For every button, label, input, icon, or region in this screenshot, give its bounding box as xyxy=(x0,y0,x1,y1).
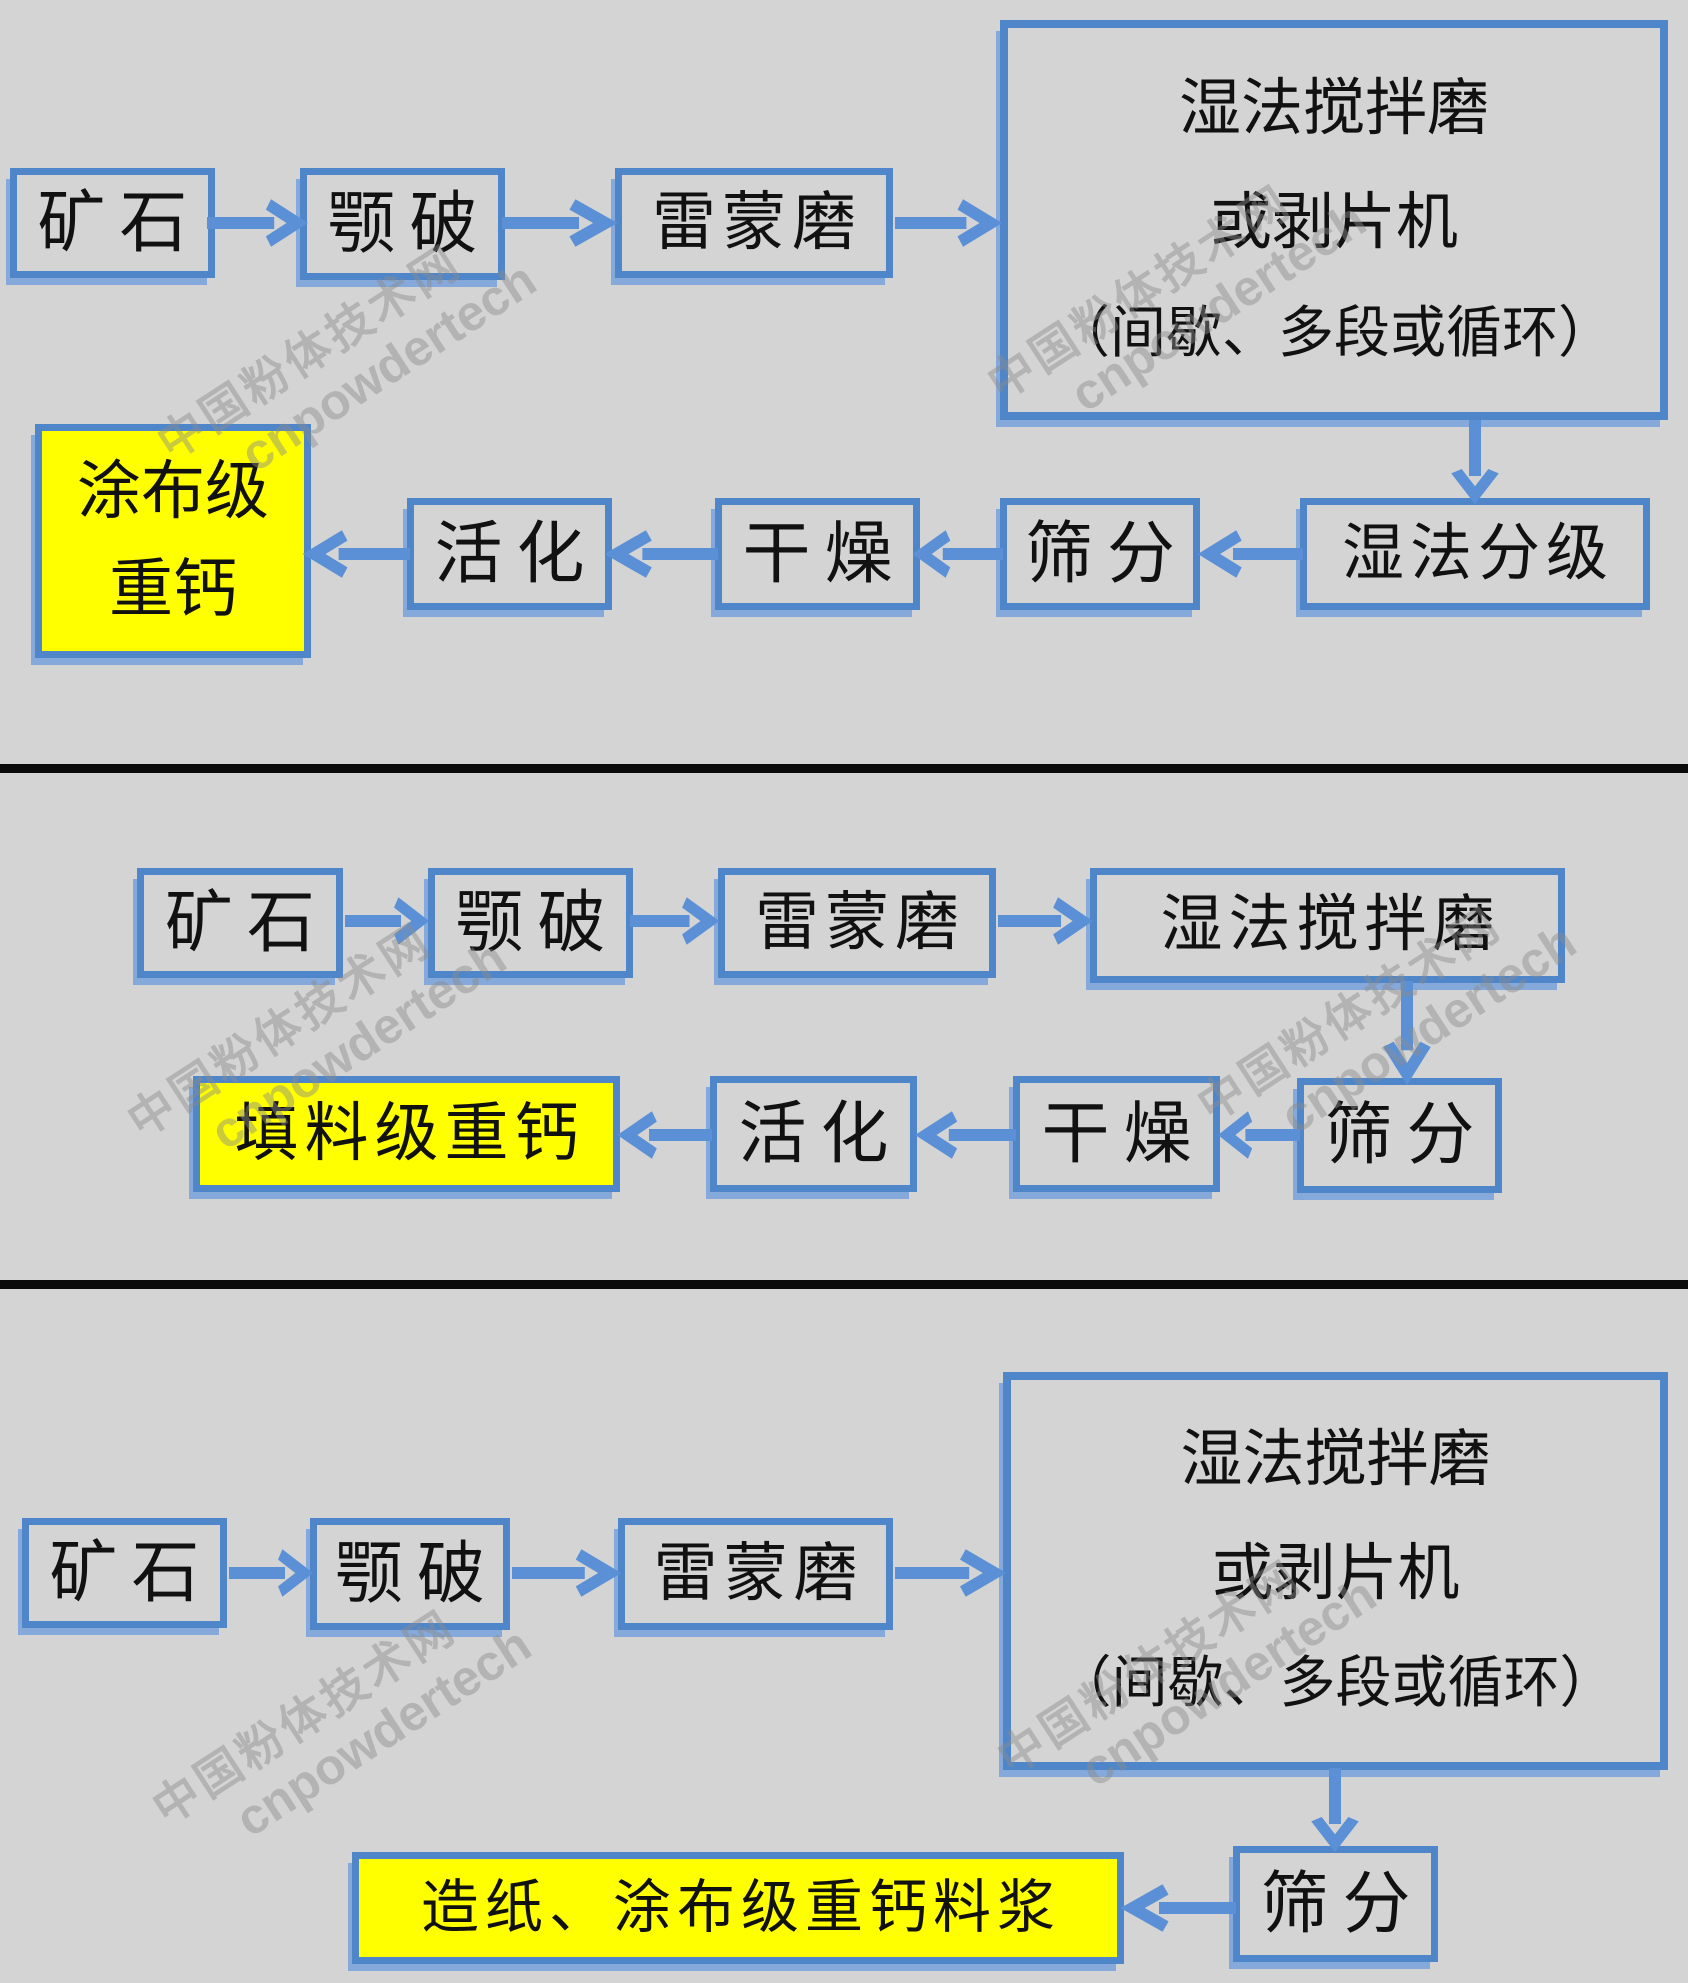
arrow-right-icon xyxy=(207,199,308,247)
s1-activation-box: 活化 xyxy=(407,498,612,610)
arrow-down-icon xyxy=(1451,420,1499,505)
s1-ore-box: 矿石 xyxy=(10,168,215,278)
arrow-left-icon xyxy=(1197,530,1303,578)
s3-product-box: 造纸、涂布级重钙料浆 xyxy=(352,1852,1124,1964)
s3-wet-mill-box: 湿法搅拌磨 或剥片机 （间歇、多段或循环） xyxy=(1003,1372,1668,1770)
s1-drying-box: 干燥 xyxy=(715,498,920,610)
s2-ore-box: 矿石 xyxy=(137,868,343,978)
s3-sieving-box: 筛分 xyxy=(1233,1846,1438,1962)
s1-product-line2: 重钙 xyxy=(109,554,237,625)
s3-wet-mill-line3: （间歇、多段或循环） xyxy=(1055,1653,1616,1716)
arrow-down-icon xyxy=(1383,981,1431,1086)
s2-sieving-box: 筛分 xyxy=(1297,1078,1502,1193)
arrow-right-icon xyxy=(512,1549,622,1597)
s3-wet-mill-line1: 湿法搅拌磨 xyxy=(1180,1426,1491,1494)
arrow-left-icon xyxy=(915,1111,1016,1159)
s1-raymond-mill-box: 雷蒙磨 xyxy=(615,168,893,278)
arrow-left-icon xyxy=(912,530,1003,578)
section-divider xyxy=(0,1280,1688,1289)
arrow-left-icon xyxy=(1217,1111,1300,1159)
s3-raymond-mill-box: 雷蒙磨 xyxy=(618,1518,893,1630)
s2-wet-stirring-mill-box: 湿法搅拌磨 xyxy=(1090,868,1565,983)
s3-wet-mill-line2: 或剥片机 xyxy=(1211,1540,1460,1609)
arrow-left-icon xyxy=(302,530,410,578)
s1-jaw-crusher-box: 颚破 xyxy=(300,168,505,280)
s1-sieving-box: 筛分 xyxy=(1000,498,1200,610)
section-divider xyxy=(0,764,1688,773)
arrow-right-icon xyxy=(345,897,430,945)
s3-jaw-crusher-box: 颚破 xyxy=(310,1518,510,1630)
arrow-left-icon xyxy=(617,1111,712,1159)
s2-drying-box: 干燥 xyxy=(1013,1076,1220,1192)
arrow-left-icon xyxy=(604,530,718,578)
s1-wet-classification-box: 湿法分级 xyxy=(1300,498,1650,610)
arrow-right-icon xyxy=(895,199,1003,247)
arrow-right-icon xyxy=(998,897,1093,945)
s1-wet-mill-box: 湿法搅拌磨 或剥片机 （间歇、多段或循环） xyxy=(1000,20,1668,420)
s1-wet-mill-line2: 或剥片机 xyxy=(1209,189,1458,258)
s2-product-box: 填料级重钙 xyxy=(193,1076,620,1192)
s1-wet-mill-line1: 湿法搅拌磨 xyxy=(1178,74,1489,143)
s3-ore-box: 矿石 xyxy=(22,1518,227,1628)
arrow-right-icon xyxy=(895,1549,1007,1597)
arrow-right-icon xyxy=(229,1549,314,1597)
s2-jaw-crusher-box: 颚破 xyxy=(428,868,633,978)
arrow-right-icon xyxy=(502,199,618,247)
s1-product-line1: 涂布级 xyxy=(77,455,269,527)
arrow-down-icon xyxy=(1311,1768,1359,1853)
arrow-right-icon xyxy=(630,897,720,945)
s2-activation-box: 活化 xyxy=(710,1076,917,1192)
s1-wet-mill-line3: （间歇、多段或循环） xyxy=(1054,302,1614,365)
watermark-line-en: cnpowdertech xyxy=(225,1615,541,1848)
s1-product-box: 涂布级 重钙 xyxy=(35,424,311,658)
arrow-left-icon xyxy=(1120,1884,1236,1932)
s2-raymond-mill-box: 雷蒙磨 xyxy=(718,868,996,978)
